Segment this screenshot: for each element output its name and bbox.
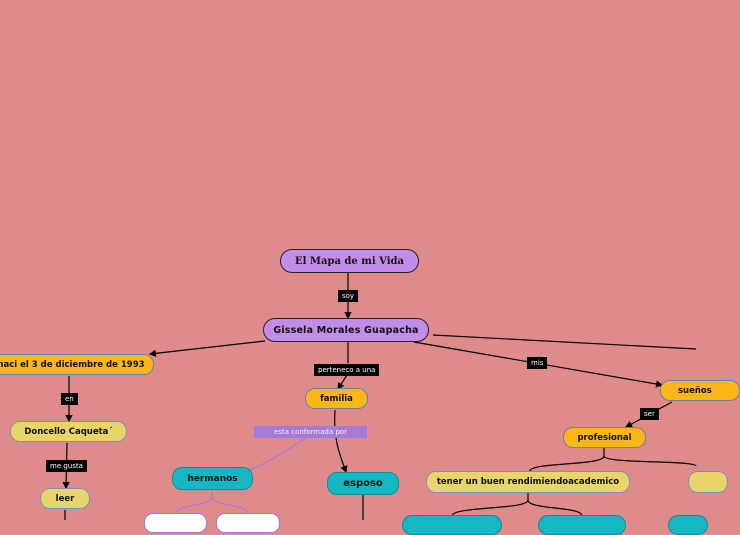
link-label-mis: mis [527,357,548,369]
link-label-conformada: esta conformada por [254,426,367,438]
husband-node[interactable]: esposo [327,472,399,495]
link-label-ser: ser [640,408,659,420]
performance-child-node-2[interactable] [538,515,626,535]
edge-siblings-children [175,490,249,515]
sibling-node-2[interactable] [216,513,280,533]
edge-professional-children [529,448,697,472]
link-label-pertenezco: perteneco a una [314,364,380,376]
link-label-soy: soy [338,290,359,302]
born-node[interactable]: naci el 3 de diciembre de 1993 [0,354,154,375]
edge-person-born [148,340,266,357]
root-node[interactable]: El Mapa de mi Vida [280,249,419,273]
siblings-node[interactable]: hermanos [172,467,253,490]
read-node[interactable]: leer [40,488,90,509]
professional-child-node[interactable] [688,471,728,493]
edge-performance-children [451,493,583,517]
person-node[interactable]: Gissela Morales Guapacha [263,318,429,342]
dreams-node[interactable]: sueños [660,380,740,401]
professional-node[interactable]: profesional [563,427,646,448]
edge-family-siblings [247,437,307,471]
link-label-me-gusta: me gusta [46,460,87,472]
edge-person-family [338,342,349,389]
place-node[interactable]: Doncello Caqueta´ [10,421,127,442]
performance-child-node-1[interactable] [402,515,502,535]
link-label-en: en [61,393,78,405]
edge-family-husband [334,409,348,474]
edge-child-node[interactable] [668,515,708,535]
family-node[interactable]: familia [305,388,368,409]
edge-person-right [432,334,697,350]
performance-node[interactable]: tener un buen rendimiendoacademico [426,471,630,493]
sibling-node-1[interactable] [144,513,207,533]
